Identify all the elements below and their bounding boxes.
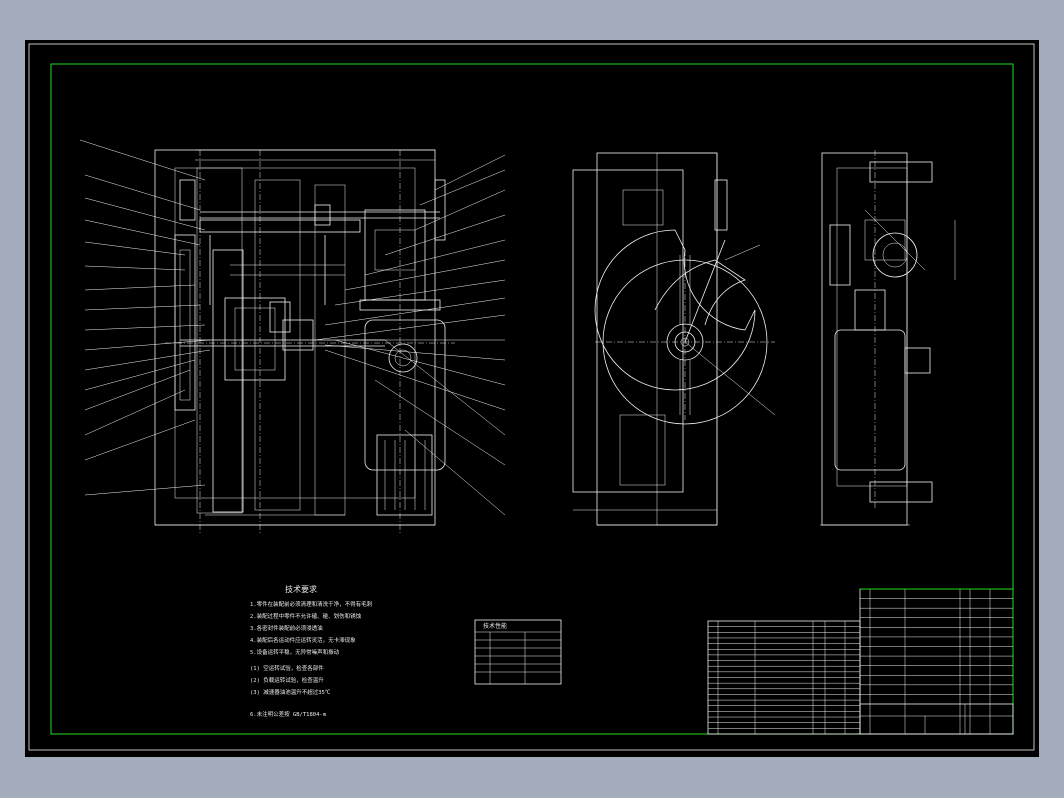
drawing-canvas: 技术要求 1.零件在装配前必须清理和清洗干净，不得有毛刺 2.装配过程中零件不允… [28, 43, 1035, 751]
tech-requirements: 技术要求 1.零件在装配前必须清理和清洗干净，不得有毛刺 2.装配过程中零件不允… [250, 584, 373, 718]
tech-req-title: 技术要求 [285, 584, 317, 594]
tech-req-line: 1.零件在装配前必须清理和清洗干净，不得有毛刺 [250, 600, 373, 608]
right-view [820, 150, 956, 526]
tech-req-line: 5.设备运转平稳，无异常噪声和振动 [250, 648, 340, 656]
performance-table-title: 技术性能 [483, 622, 507, 630]
side-view [572, 152, 776, 526]
front-view [154, 149, 455, 535]
tech-req-line: (1) 空运转试验，检查各部件 [250, 664, 324, 672]
sheet-inner-frame [50, 63, 1014, 735]
drawing-sheet: 技术要求 1.零件在装配前必须清理和清洗干净，不得有毛刺 2.装配过程中零件不允… [25, 40, 1039, 757]
sheet-outer-border [28, 43, 1035, 751]
front-view-leaders [79, 139, 506, 516]
tech-req-line: (2) 负载运转试验，检查温升 [250, 676, 324, 684]
tech-req-line: 4.装配后各运动件应运转灵活，无卡滞现象 [250, 636, 356, 644]
parts-list-right [859, 588, 1014, 735]
parts-list-left [707, 620, 861, 735]
performance-table: 技术性能 [474, 619, 562, 685]
tech-req-line: (3) 减速器油池温升不超过35℃ [250, 688, 331, 696]
tech-req-line: 3.各密封件装配前必须浸透油 [250, 624, 323, 632]
tech-req-line: 2.装配过程中零件不允许磕、碰、划伤和锈蚀 [250, 612, 362, 620]
title-block [859, 703, 1014, 735]
tech-req-line: 6.未注明公差按 GB/T1804-m [250, 710, 327, 718]
